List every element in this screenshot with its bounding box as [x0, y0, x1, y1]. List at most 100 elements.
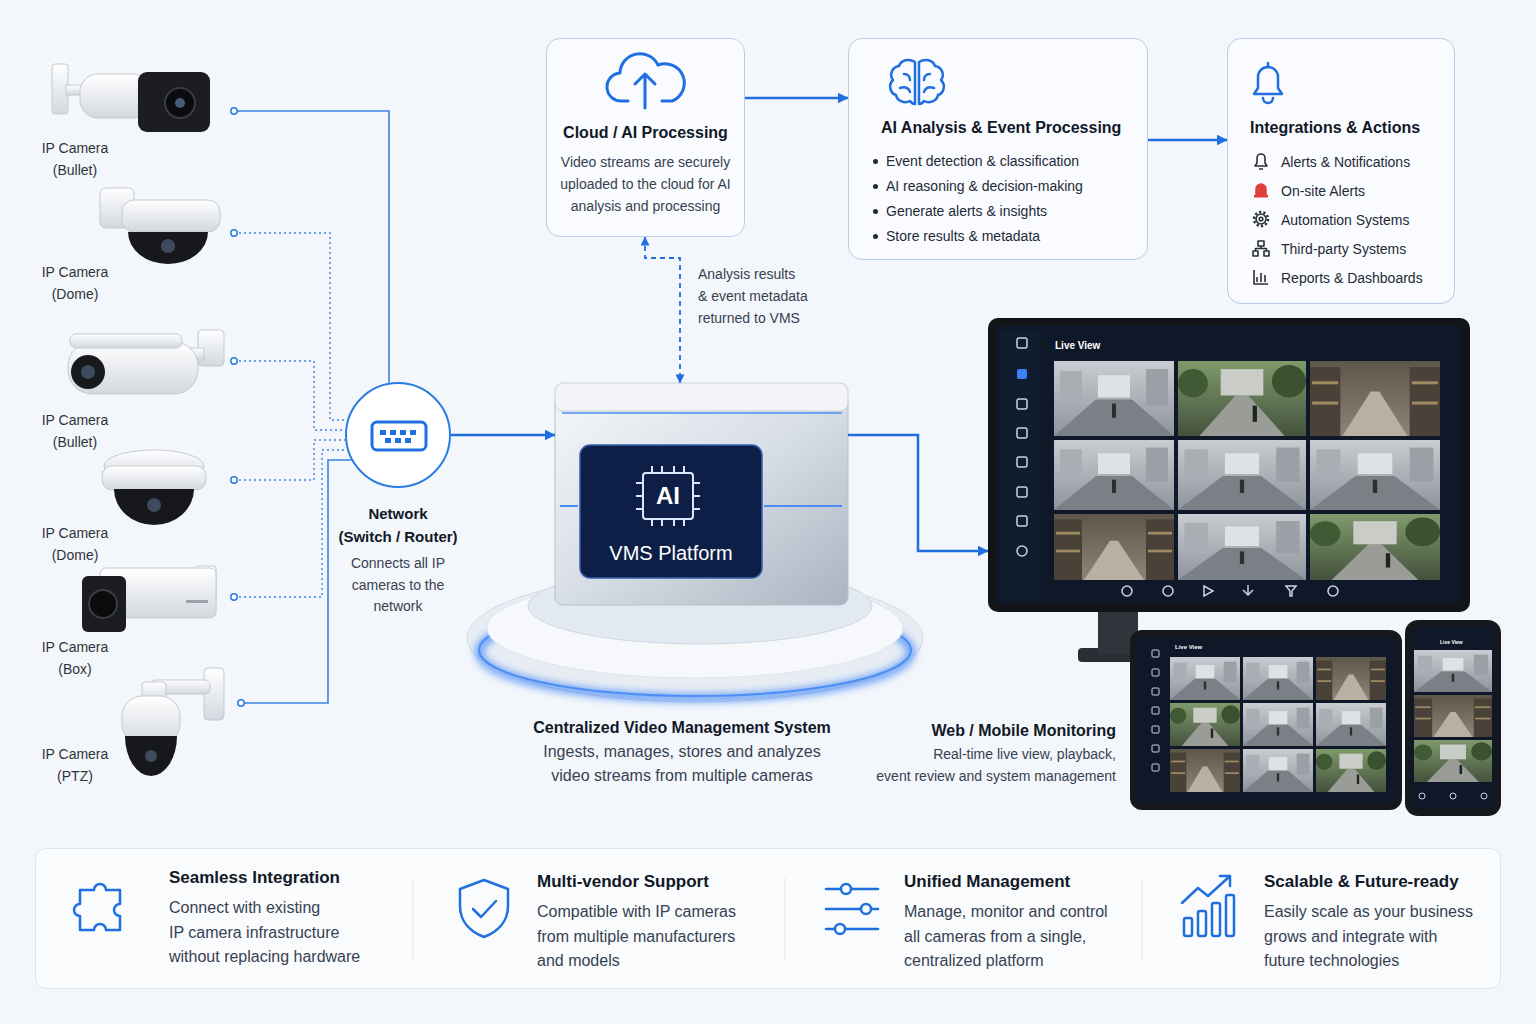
chip-label: AI: [648, 481, 688, 511]
node-outline: [346, 383, 450, 487]
tablet-illustration: [1152, 688, 1159, 695]
monitor-illustration: [1286, 586, 1296, 596]
camera-node: IP Camera (Dome): [37, 441, 234, 568]
feature-heading: Seamless Integration: [169, 867, 369, 889]
bullet-camera: [71, 355, 105, 389]
vms-server: [562, 411, 842, 415]
network-switch-icon: [400, 430, 406, 435]
cloud-box: Cloud / AI ProcessingVideo streams are s…: [546, 38, 745, 237]
feature-icons: [74, 884, 120, 930]
connector-dot: [231, 477, 237, 483]
action-icons: [1256, 246, 1267, 251]
box-camera: [82, 566, 216, 632]
vms-server: [636, 466, 700, 526]
monitor-illustration: [1178, 514, 1306, 580]
box-fill: [413, 878, 414, 960]
connector: [745, 97, 848, 100]
network-switch-icon: [346, 383, 450, 487]
action-item: Third-party Systems: [1250, 235, 1446, 264]
node-heading: Network (Switch / Router): [330, 502, 466, 548]
camera-label: IP Camera (Dome): [37, 261, 113, 305]
monitor-illustration: [1017, 516, 1027, 526]
box-fill: [785, 878, 786, 960]
action-icons: [1259, 217, 1263, 221]
connector: [234, 111, 389, 383]
monitor-illustration: [996, 326, 1462, 604]
connector-dot: [231, 108, 237, 114]
cloud-icon: [607, 54, 684, 108]
monitor-illustration: [1017, 546, 1027, 556]
brain-icon: [890, 60, 915, 104]
feature-icons: [460, 880, 508, 937]
connector-dot: [238, 700, 244, 706]
feature-item: Scalable & Future-readyEasily scale as y…: [1264, 871, 1477, 974]
screen-title: Live View: [1055, 340, 1100, 352]
feature-body: Compatible with IP cameras from multiple…: [537, 900, 747, 974]
bullet-camera: [68, 342, 198, 394]
tablet-illustration: [1130, 630, 1402, 810]
action-icons: [1256, 214, 1266, 224]
tablet-illustration: [1243, 657, 1313, 700]
action-item: Automation Systems: [1250, 206, 1446, 235]
vms-server: [636, 466, 700, 526]
network-node: Network (Switch / Router)Connects all IP…: [345, 382, 451, 488]
feature-body: Easily scale as your business grows and …: [1264, 900, 1477, 974]
action-item: Reports & Dashboards: [1250, 264, 1446, 293]
monitor-illustration: [1017, 338, 1027, 348]
box-fill: [36, 849, 1501, 989]
action-icons: [1253, 251, 1258, 256]
monitor-illustration: [1017, 399, 1027, 409]
action-icons: [1254, 195, 1268, 198]
network-switch-icon: [385, 438, 391, 443]
feature-heading: Unified Management: [904, 871, 1116, 893]
monitor-illustration: [1017, 428, 1027, 438]
network-switch-icon: [346, 383, 450, 487]
feature-icons: [841, 884, 851, 894]
vms-server: [764, 505, 842, 507]
monitor-illustration: [1122, 586, 1132, 596]
connector: [451, 434, 555, 437]
dome-camera: [114, 489, 194, 525]
monitor-illustration: [1054, 514, 1174, 580]
action-icons: [1256, 184, 1266, 195]
feature-item: Seamless IntegrationConnect with existin…: [169, 867, 369, 970]
monitor-illustration: [1310, 440, 1440, 510]
bell-icon: [1263, 63, 1273, 103]
vms-server: [467, 383, 923, 702]
monitor-device: Web / Mobile MonitoringReal-time live vi…: [988, 318, 1470, 612]
line-spacer: [334, 896, 369, 919]
feature-icons: [1226, 895, 1234, 936]
bell-icon: [1254, 63, 1282, 103]
monitor-illustration: [1000, 330, 1040, 600]
camera-node: IP Camera (Bullet): [37, 328, 234, 455]
vms-server: [555, 395, 848, 605]
line-spacer: [860, 743, 916, 763]
tablet-illustration: [1316, 749, 1386, 792]
phone-illustration: [1405, 620, 1501, 816]
ptz-camera: [122, 668, 224, 776]
monitor-illustration: [1328, 586, 1338, 596]
feature-body: Connect with existing IP camera infrastr…: [169, 896, 369, 970]
monitor-illustration: [1204, 586, 1213, 596]
feature-heading: Multi-vendor Support: [537, 871, 747, 893]
connector: [645, 237, 680, 383]
line-spacer: [802, 263, 826, 283]
camera-label: IP Camera (Box): [37, 636, 113, 680]
caption-heading: Centralized Video Management System: [512, 716, 852, 740]
box-fill: [547, 39, 746, 238]
connector-dot: [231, 230, 237, 236]
dome-camera: [100, 188, 220, 264]
feature-icons: [1212, 903, 1220, 936]
bullet-item: AI reasoning & decision-making: [886, 174, 1139, 199]
bullet-item: Generate alerts & insights: [886, 199, 1139, 224]
box-heading: AI Analysis & Event Processing: [881, 118, 1139, 138]
box-camera: [186, 600, 208, 603]
dome-camera: [122, 200, 220, 232]
action-icons: [1255, 154, 1267, 169]
phone-illustration: [1414, 695, 1492, 737]
network-switch-icon: [380, 430, 386, 435]
phone-illustration: [1450, 793, 1456, 799]
tablet-illustration: [1170, 657, 1240, 700]
tablet-illustration: [1152, 669, 1159, 676]
box-heading: Cloud / AI Processing: [557, 123, 734, 143]
